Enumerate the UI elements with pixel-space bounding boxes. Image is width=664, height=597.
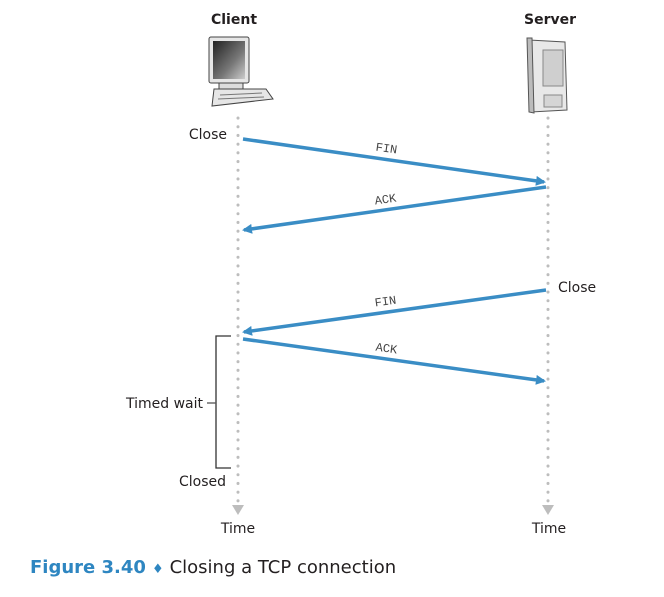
client-label: Client bbox=[211, 12, 257, 28]
figure-caption: Figure 3.40 ♦ Closing a TCP connection bbox=[30, 557, 396, 578]
caption-separator: ♦ bbox=[151, 562, 164, 577]
closed-label: Closed bbox=[179, 474, 226, 490]
ack-arrow-server-to-client bbox=[242, 185, 547, 234]
fin-arrow-client-to-server bbox=[242, 137, 546, 186]
fin-label-2: FIN bbox=[374, 294, 397, 311]
server-label: Server bbox=[524, 12, 576, 28]
client-time-arrow-icon bbox=[232, 505, 244, 515]
client-close-label: Close bbox=[189, 127, 227, 143]
timed-wait-bracket bbox=[215, 335, 231, 469]
client-computer-icon bbox=[208, 36, 274, 107]
fin-arrow-server-to-client bbox=[242, 288, 547, 336]
timed-wait-label: Timed wait bbox=[125, 396, 204, 412]
caption-text: Closing a TCP connection bbox=[169, 557, 397, 578]
server-icon bbox=[526, 37, 568, 114]
figure-number: Figure 3.40 bbox=[30, 557, 146, 578]
ack-arrow-client-to-server bbox=[242, 337, 546, 385]
ack-label-1: ACK bbox=[374, 191, 398, 208]
server-time-arrow-icon bbox=[542, 505, 554, 515]
server-time-label: Time bbox=[531, 521, 566, 537]
ack-label-2: ACK bbox=[375, 341, 399, 358]
server-close-label: Close bbox=[558, 280, 596, 296]
fin-label-1: FIN bbox=[375, 141, 398, 158]
client-time-label: Time bbox=[220, 521, 255, 537]
